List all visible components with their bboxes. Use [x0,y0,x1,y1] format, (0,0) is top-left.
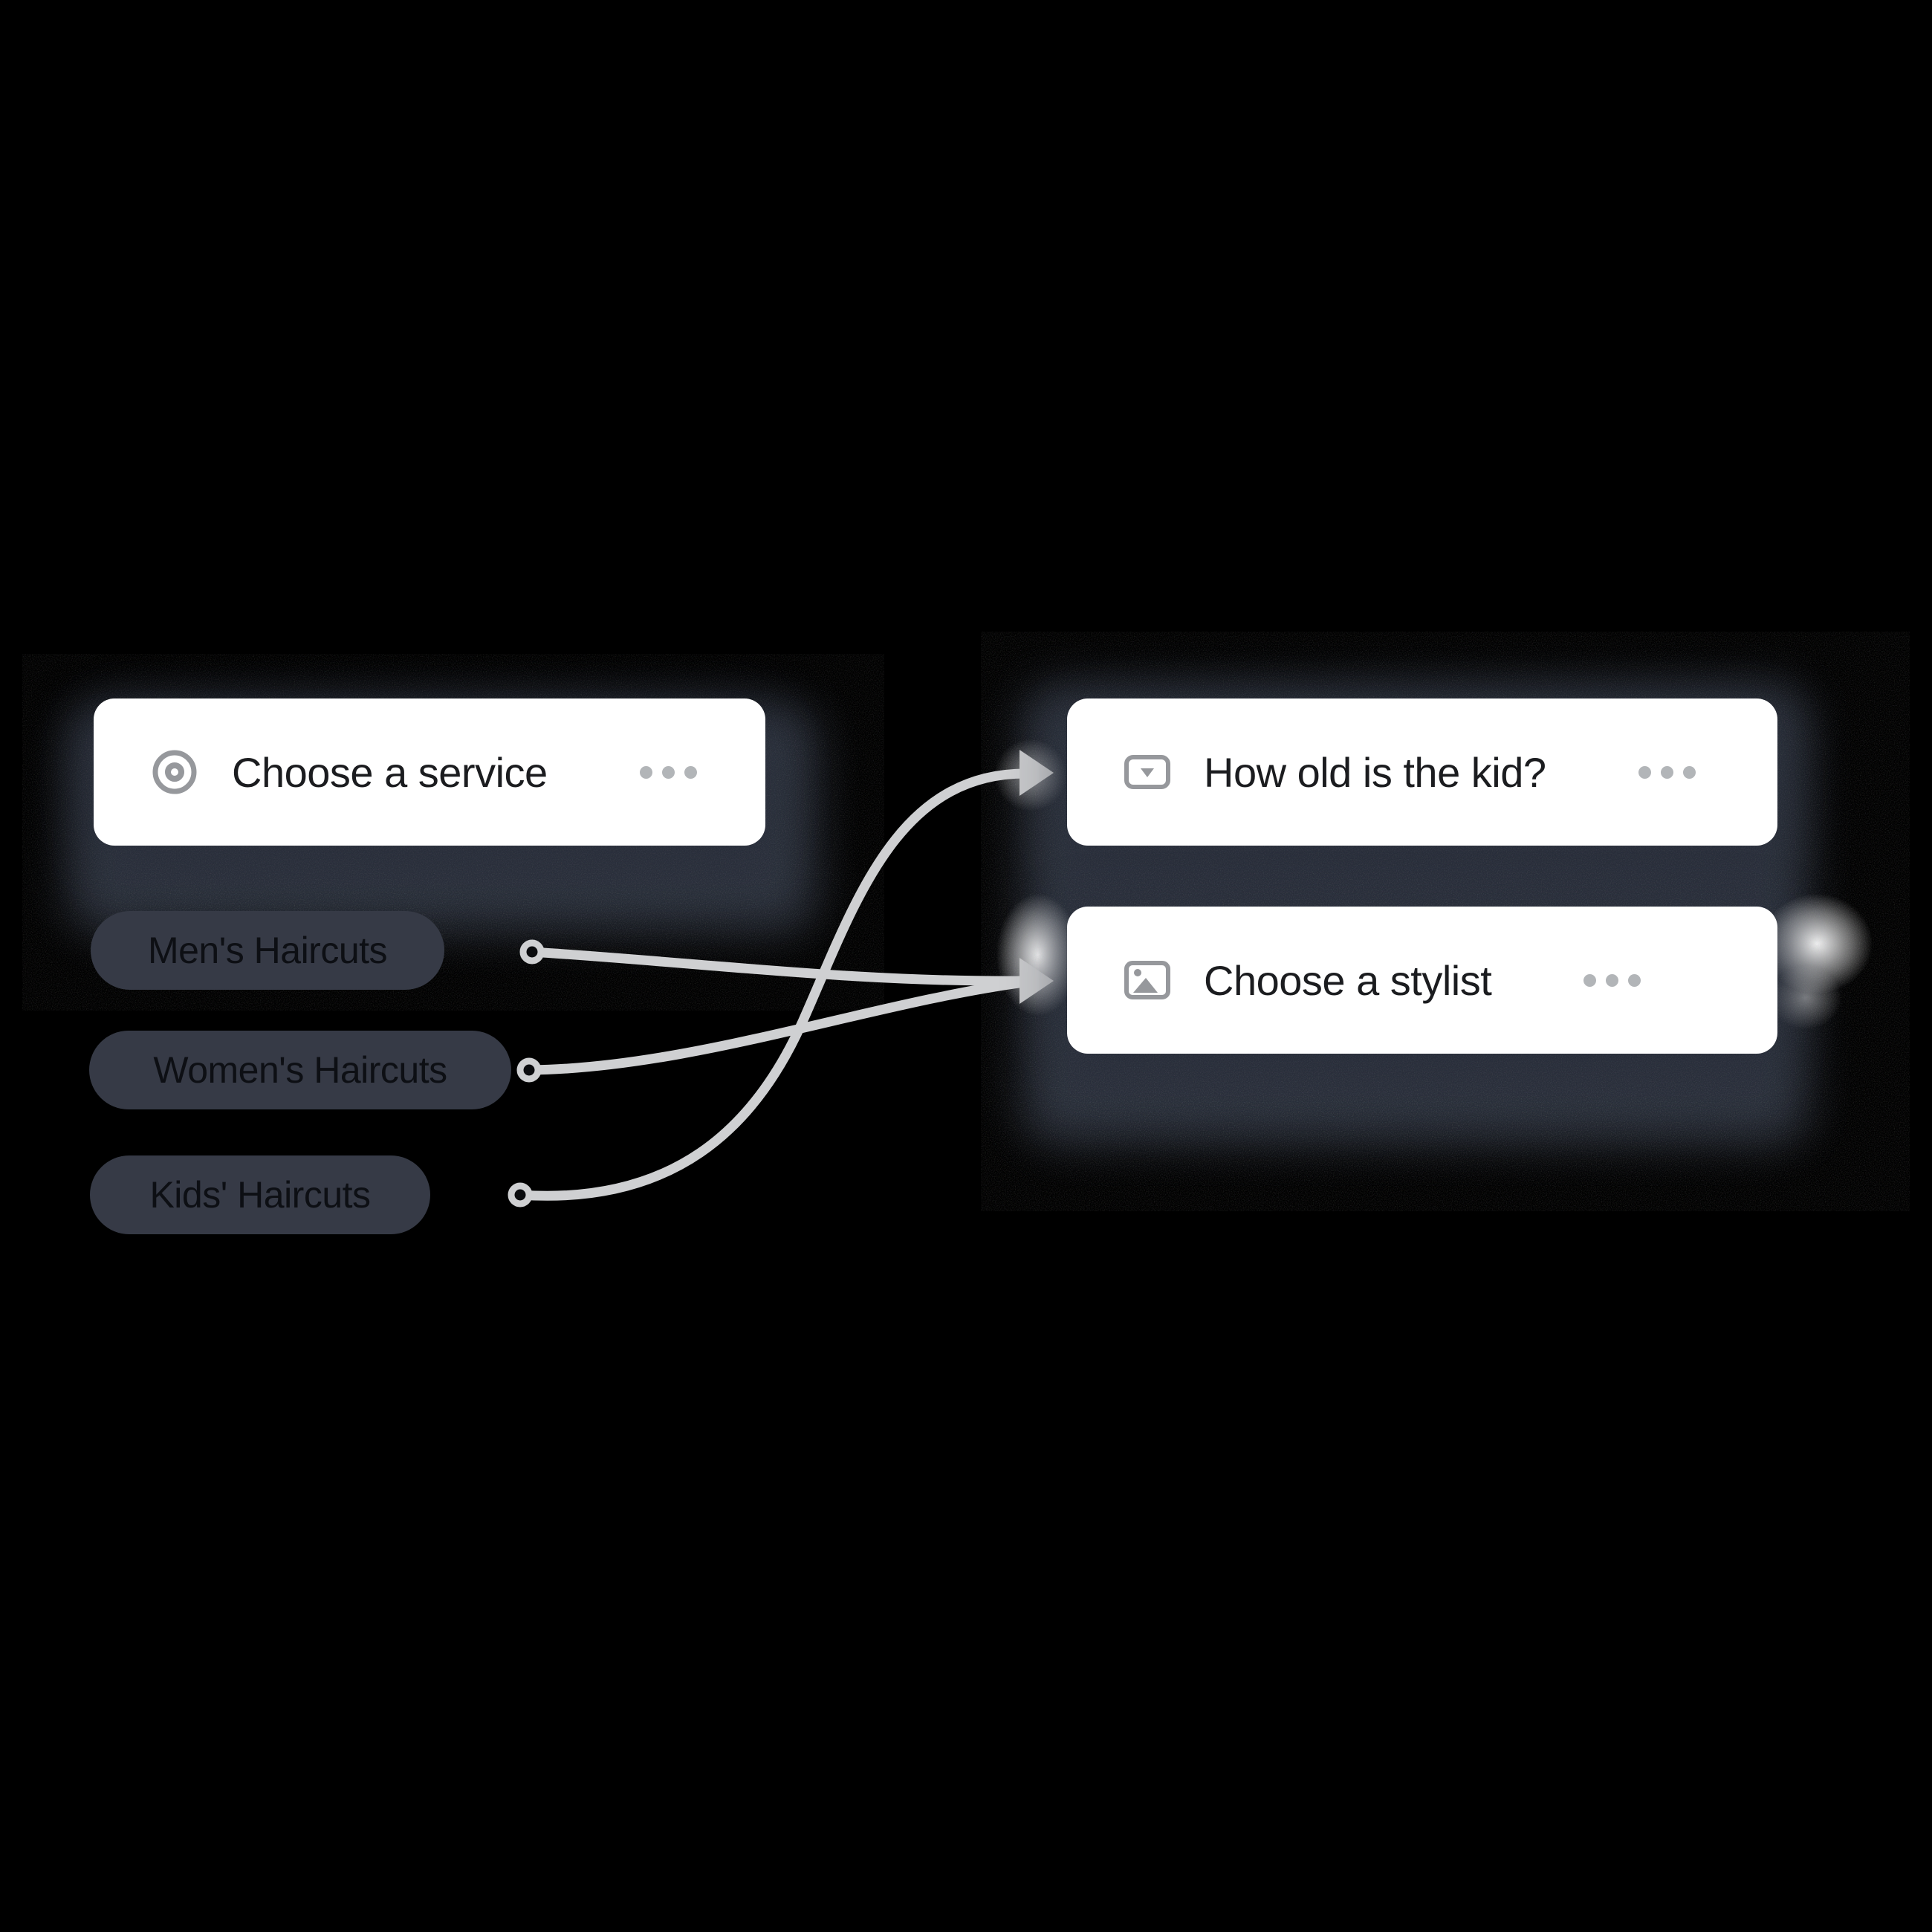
connector-womens-to-stylist [524,977,1029,1075]
socket-mens-haircuts[interactable] [519,939,545,965]
node-how-old-is-the-kid[interactable]: How old is the kid? [1067,698,1777,846]
connector-mens-to-stylist [527,947,1029,986]
dropdown-icon [1124,754,1171,790]
socket-kids-haircuts[interactable] [508,1182,533,1208]
node-title: How old is the kid? [1204,748,1546,796]
arrowhead-stylist [1020,958,1054,1004]
option-pill-womens-haircuts[interactable]: Women's Haircuts [89,1031,511,1109]
ellipsis-menu-button[interactable] [639,765,697,779]
arrowhead-kid-age [1020,750,1054,796]
option-label: Men's Haircuts [147,930,388,971]
node-choose-a-stylist[interactable]: Choose a stylist [1067,907,1777,1054]
node-title: Choose a stylist [1204,956,1492,1004]
option-pill-mens-haircuts[interactable]: Men's Haircuts [91,911,444,990]
ellipsis-menu-button[interactable] [1583,973,1641,987]
option-label: Kids' Haircuts [149,1174,371,1216]
node-title: Choose a service [232,748,548,796]
image-icon [1124,960,1171,1000]
socket-womens-haircuts[interactable] [516,1057,542,1083]
option-label: Women's Haircuts [153,1049,447,1091]
connector-kids-to-kid-age [515,768,1031,1201]
ellipsis-menu-button[interactable] [1638,765,1696,779]
option-pill-kids-haircuts[interactable]: Kids' Haircuts [90,1155,430,1234]
target-icon [150,748,199,797]
node-choose-a-service[interactable]: Choose a service [94,698,765,846]
